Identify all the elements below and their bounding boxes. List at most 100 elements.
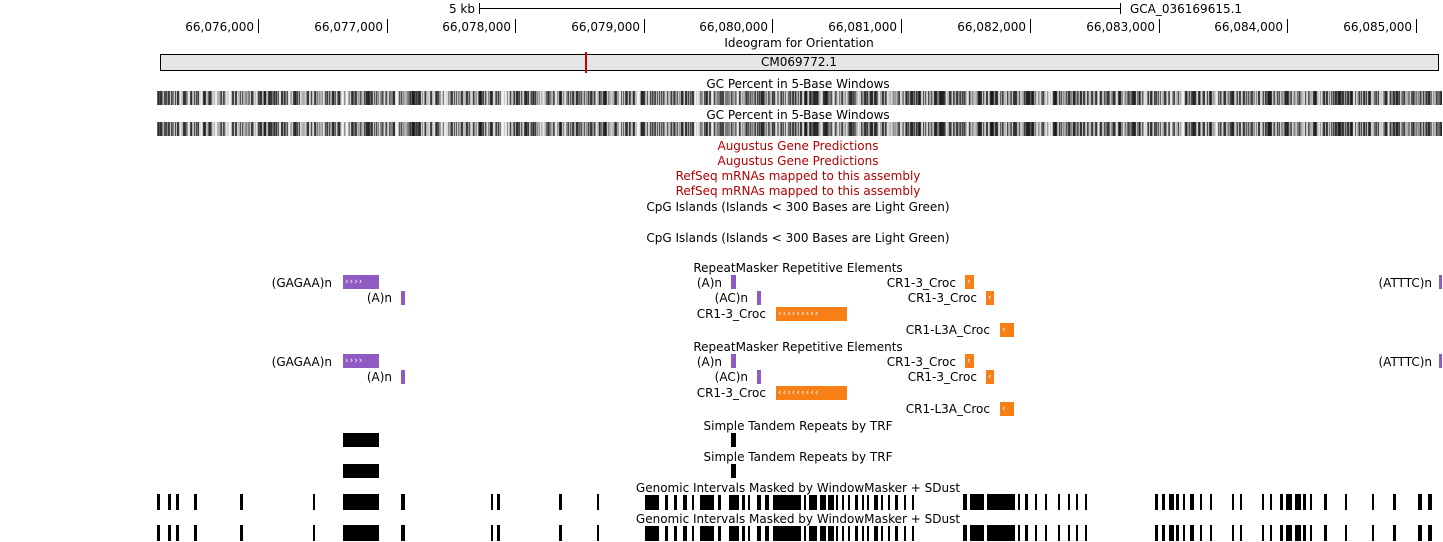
masked-interval[interactable] <box>674 494 677 510</box>
masked-interval[interactable] <box>804 525 806 541</box>
masked-interval[interactable] <box>970 525 984 541</box>
masked-interval[interactable] <box>718 525 721 541</box>
masked-interval[interactable] <box>836 525 838 541</box>
masked-interval[interactable] <box>757 494 761 510</box>
masked-interval[interactable] <box>848 494 850 510</box>
masked-interval[interactable] <box>1076 494 1078 510</box>
repeatmasker-track-title[interactable]: RepeatMasker Repetitive Elements <box>693 261 903 275</box>
repeat-element-atttc[interactable] <box>1439 354 1442 368</box>
masked-interval[interactable] <box>597 525 599 541</box>
masked-interval[interactable] <box>757 525 761 541</box>
masked-interval[interactable] <box>683 494 687 510</box>
masked-interval[interactable] <box>963 494 967 510</box>
masked-interval[interactable] <box>729 494 739 510</box>
masked-interval[interactable] <box>729 525 739 541</box>
masked-interval[interactable] <box>700 525 714 541</box>
masked-interval[interactable] <box>665 525 668 541</box>
masked-interval[interactable] <box>1372 494 1374 510</box>
masked-interval[interactable] <box>1310 494 1312 510</box>
masked-interval[interactable] <box>1393 525 1396 541</box>
masked-interval[interactable] <box>401 525 405 541</box>
masked-interval[interactable] <box>1058 525 1060 541</box>
masked-interval[interactable] <box>194 494 197 510</box>
repeat-element-cr1-3[interactable]: ‹‹‹‹‹‹‹‹‹ <box>776 386 847 400</box>
repeat-element-cr1-3-c[interactable]: ‹ <box>986 370 994 384</box>
masked-interval[interactable] <box>848 525 850 541</box>
masked-interval[interactable] <box>1428 494 1432 510</box>
masked-interval[interactable] <box>1295 494 1301 510</box>
masked-interval[interactable] <box>1025 525 1028 541</box>
repeatmasker-track-title-2[interactable]: RepeatMasker Repetitive Elements <box>693 340 903 354</box>
masked-interval[interactable] <box>748 525 750 541</box>
masked-interval[interactable] <box>1295 525 1301 541</box>
repeat-element-an[interactable] <box>401 370 405 384</box>
masked-interval[interactable] <box>1162 525 1165 541</box>
masked-interval[interactable] <box>1240 494 1242 510</box>
masked-interval[interactable] <box>765 494 769 510</box>
masked-interval[interactable] <box>1270 494 1272 510</box>
repeat-element-cr1-3-c[interactable]: ‹ <box>986 291 994 305</box>
masked-interval[interactable] <box>1418 525 1422 541</box>
masked-interval[interactable] <box>963 525 967 541</box>
masked-interval[interactable] <box>1169 494 1174 510</box>
masked-interval[interactable] <box>773 525 801 541</box>
masked-interval[interactable] <box>168 494 171 510</box>
masked-interval[interactable] <box>1200 525 1202 541</box>
masked-interval[interactable] <box>912 494 914 510</box>
masked-interval[interactable] <box>1190 494 1194 510</box>
ideogram-chromosome[interactable]: CM069772.1 <box>160 52 1439 73</box>
masked-interval[interactable] <box>401 494 405 510</box>
tandem-repeat-element[interactable] <box>731 433 736 447</box>
masked-interval[interactable] <box>194 525 197 541</box>
masked-interval[interactable] <box>1324 525 1327 541</box>
masked-interval[interactable] <box>765 525 769 541</box>
masked-interval[interactable] <box>912 525 914 541</box>
windowmasker-track-title-2[interactable]: Genomic Intervals Masked by WindowMasker… <box>635 512 961 526</box>
masked-interval[interactable] <box>1045 525 1047 541</box>
tandem-repeat-element[interactable] <box>343 464 379 478</box>
masked-interval[interactable] <box>1068 525 1070 541</box>
masked-interval[interactable] <box>313 525 315 541</box>
masked-interval[interactable] <box>820 494 826 510</box>
masked-interval[interactable] <box>1262 525 1264 541</box>
masked-interval[interactable] <box>895 525 898 541</box>
masked-interval[interactable] <box>1183 525 1185 541</box>
masked-interval[interactable] <box>1428 525 1432 541</box>
masked-interval[interactable] <box>1176 494 1179 510</box>
masked-interval[interactable] <box>842 494 844 510</box>
masked-interval[interactable] <box>1393 494 1396 510</box>
masked-interval[interactable] <box>867 494 869 510</box>
masked-interval[interactable] <box>1068 494 1070 510</box>
masked-interval[interactable] <box>1162 494 1165 510</box>
masked-interval[interactable] <box>1210 494 1212 510</box>
masked-interval[interactable] <box>904 525 906 541</box>
masked-interval[interactable] <box>820 525 826 541</box>
masked-interval[interactable] <box>1345 525 1347 541</box>
masked-interval[interactable] <box>855 494 858 510</box>
masked-interval[interactable] <box>1076 525 1078 541</box>
masked-interval[interactable] <box>862 525 864 541</box>
masked-interval[interactable] <box>645 525 659 541</box>
masked-interval[interactable] <box>809 525 817 541</box>
repeat-element-an-2[interactable] <box>731 275 736 289</box>
masked-interval[interactable] <box>645 494 659 510</box>
repeat-element-gagaa[interactable]: ›››› <box>343 354 379 368</box>
masked-interval[interactable] <box>1324 494 1327 510</box>
repeat-element-an-2[interactable] <box>731 354 736 368</box>
masked-interval[interactable] <box>881 494 883 510</box>
masked-interval[interactable] <box>1025 494 1028 510</box>
masked-interval[interactable] <box>742 494 745 510</box>
masked-interval[interactable] <box>1045 494 1047 510</box>
augustus-track-title-2[interactable]: Augustus Gene Predictions <box>717 154 879 168</box>
masked-interval[interactable] <box>1303 494 1306 510</box>
masked-interval[interactable] <box>692 525 694 541</box>
repeat-element-atttc[interactable] <box>1439 275 1442 289</box>
masked-interval[interactable] <box>1280 494 1283 510</box>
masked-interval[interactable] <box>1018 525 1020 541</box>
masked-interval[interactable] <box>1200 494 1202 510</box>
masked-interval[interactable] <box>665 494 668 510</box>
masked-interval[interactable] <box>168 525 171 541</box>
masked-interval[interactable] <box>804 494 806 510</box>
refseq-track-title-2[interactable]: RefSeq mRNAs mapped to this assembly <box>675 184 921 198</box>
gc-percent-track-2[interactable] <box>157 122 1442 136</box>
